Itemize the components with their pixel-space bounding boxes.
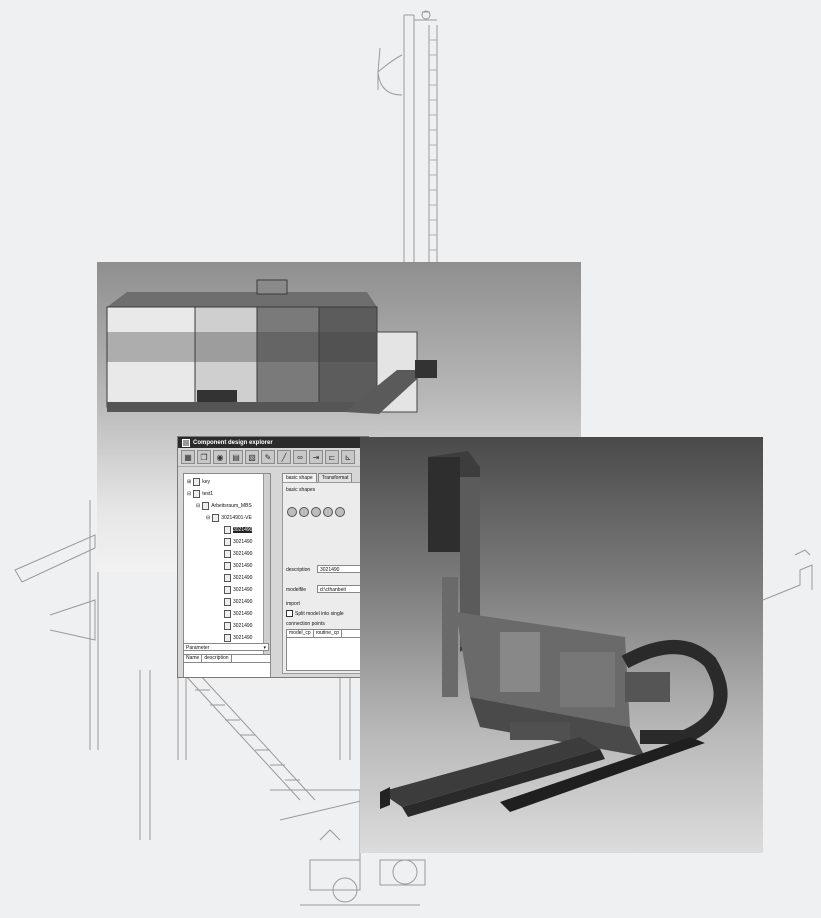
modelfile-field[interactable]: d:\cthanbeit [317,585,368,593]
insert-icon[interactable]: ⇥ [309,450,323,464]
tree-item[interactable]: 3021490 [224,574,252,582]
part-icon [224,574,231,582]
assembly-icon [212,514,220,522]
part-icon [224,538,231,546]
tree-item[interactable]: 3021490 [224,562,252,570]
tree-expander[interactable]: ⊟ [206,515,211,521]
tree-item[interactable]: 3021490 [224,610,252,618]
measure-icon[interactable]: ⊾ [341,450,355,464]
copy-icon[interactable]: ❐ [197,450,211,464]
basic-shapes-label: basic shapes [286,487,316,493]
part-icon [224,526,231,534]
tree-scrollbar[interactable] [263,474,270,664]
link-icon[interactable]: ∞ [293,450,307,464]
view-icon[interactable]: ◉ [213,450,227,464]
connection-points-table[interactable]: model_cp routine_cp [286,629,368,671]
tree-item[interactable]: 3021490 [224,586,252,594]
chevron-down-icon: ▾ [263,645,266,651]
tree-expander[interactable]: ⊟ [196,503,201,509]
tree-item[interactable]: 3021490 [224,538,252,546]
parameter-select[interactable]: Parameter▾ [183,643,269,651]
machine-body [106,279,437,414]
parameter-table[interactable]: Name description [183,654,271,677]
print-icon[interactable]: ▤ [229,450,243,464]
pyramid-shape-icon[interactable] [311,507,321,517]
tree-item[interactable]: 3021490 [224,598,252,606]
part-icon [224,634,231,642]
split-model-checkbox[interactable] [286,610,293,617]
component-design-explorer-window[interactable]: Component design explorer ▦ ❐ ◉ ▤ ▧ ✎ ╱ … [177,436,369,678]
select-icon[interactable]: ▧ [245,450,259,464]
tree-item[interactable]: 3021490 [224,622,252,630]
part-icon [224,598,231,606]
part-icon [224,586,231,594]
import-label: import [286,601,300,607]
modelfile-label: modelfile [286,587,307,593]
param-col-description[interactable]: description [202,655,232,662]
tree-item[interactable]: ⊟30214901-VE [206,514,252,522]
connection-points-label: connection points [286,621,325,627]
line-icon[interactable]: ╱ [277,450,291,464]
connect-icon[interactable]: ⊏ [325,450,339,464]
param-col-name[interactable]: Name [184,655,203,662]
properties-panel: basic shapes description 3021490 modelfi… [282,482,368,674]
part-icon [224,610,231,618]
tree-item-selected[interactable]: 3021490 [224,526,253,534]
description-label: description [286,567,311,573]
gantry-robot-model [380,451,728,817]
assembly-icon [202,502,210,510]
tree-item[interactable]: 3021490 [224,550,252,558]
pencil-icon[interactable]: ✎ [261,450,275,464]
tree-expander[interactable]: ⊞ [187,479,192,485]
folder-icon [193,490,201,498]
sphere-shape-icon[interactable] [287,507,297,517]
description-field[interactable]: 3021490 [317,565,368,573]
col-model-cp[interactable]: model_cp [287,630,314,637]
grid-icon[interactable]: ▦ [181,450,195,464]
cylinder-shape-icon[interactable] [335,507,345,517]
tree-item[interactable]: 3021490 [224,634,252,642]
tree-expander[interactable]: ⊟ [187,491,192,497]
torus-shape-icon[interactable] [323,507,333,517]
part-icon [224,550,231,558]
col-routine-cp[interactable]: routine_cp [314,630,343,637]
folder-icon [193,478,201,486]
tree-item[interactable]: ⊟test1 [187,490,214,498]
explorer-titlebar[interactable]: Component design explorer [178,437,368,448]
explorer-toolbar: ▦ ❐ ◉ ▤ ▧ ✎ ╱ ∞ ⇥ ⊏ ⊾ [178,448,368,467]
app-icon [182,438,190,447]
part-icon [224,562,231,570]
gantry-robot-render [360,437,763,853]
component-tree[interactable]: ⊞key ⊟test1 ⊟Arbeitsraum_MBS ⊟30214901-V… [183,473,271,665]
part-icon [224,622,231,630]
tree-item[interactable]: ⊟Arbeitsraum_MBS [196,502,252,510]
cone-shape-icon[interactable] [299,507,309,517]
window-title: Component design explorer [193,439,273,446]
split-model-option[interactable]: Split model into single [286,610,344,617]
tree-item[interactable]: ⊞key [187,478,210,486]
